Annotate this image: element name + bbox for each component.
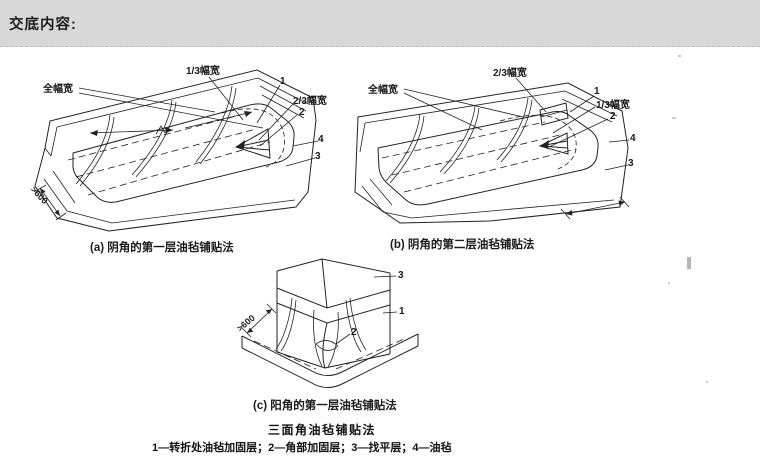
a-silhouette <box>34 69 317 232</box>
b-label-one-third: 1/3幅宽 <box>596 98 630 111</box>
a-label-one-third: 1/3幅宽 <box>186 64 220 77</box>
c-callout-1: 1 <box>399 306 405 317</box>
a-callout-2: 2 <box>299 107 305 118</box>
b-label-two-thirds: 2/3幅宽 <box>493 66 527 79</box>
scan-artifact <box>668 282 670 284</box>
a-callout-3: 3 <box>315 151 321 162</box>
b-callout-4: 4 <box>630 133 636 144</box>
scan-artifact <box>678 55 681 57</box>
figure-title: 三面角油毡铺贴法 <box>268 423 377 437</box>
b-silhouette <box>354 82 629 224</box>
diagram-b: 全幅宽 2/3幅宽 1 1/3幅宽 2 4 3 <box>354 66 636 224</box>
a-label-full-width: 全幅宽 <box>42 82 73 95</box>
caption-a: (a) 阴角的第一层油毡铺贴法 <box>90 242 234 254</box>
scan-artifact <box>672 117 676 119</box>
b-label-full-width: 全幅宽 <box>367 83 398 96</box>
b-callout-3: 3 <box>628 158 634 169</box>
scan-artifact <box>706 381 708 383</box>
a-label-two-thirds: 2/3幅宽 <box>293 94 327 107</box>
a-callout-1: 1 <box>280 76 286 87</box>
a-callout-4: 4 <box>318 134 324 145</box>
caption-b: (b) 阴角的第二层油毡铺贴法 <box>390 239 535 251</box>
scan-artifact <box>687 257 691 269</box>
header-bar: 交底内容: <box>0 0 760 47</box>
c-dim-600: >600 <box>235 313 257 334</box>
figure-legend: 1—转折处油毡加固层；2—角部加固层；3—找平层；4—油毡 <box>152 442 452 454</box>
caption-c: (c) 阳角的第一层油毡铺贴法 <box>253 400 397 412</box>
c-callout-3: 3 <box>398 270 404 281</box>
b-callout-1: 1 <box>594 86 600 97</box>
header-label: 交底内容: <box>9 17 77 33</box>
diagram-c: 3 1 2 >600 <box>235 258 419 388</box>
c-callout-2: 2 <box>351 327 357 338</box>
b-callout-2: 2 <box>610 111 616 122</box>
diagram-a: 全幅宽 1/3幅宽 2/3幅宽 1 2 4 3 >600 <box>29 64 327 232</box>
